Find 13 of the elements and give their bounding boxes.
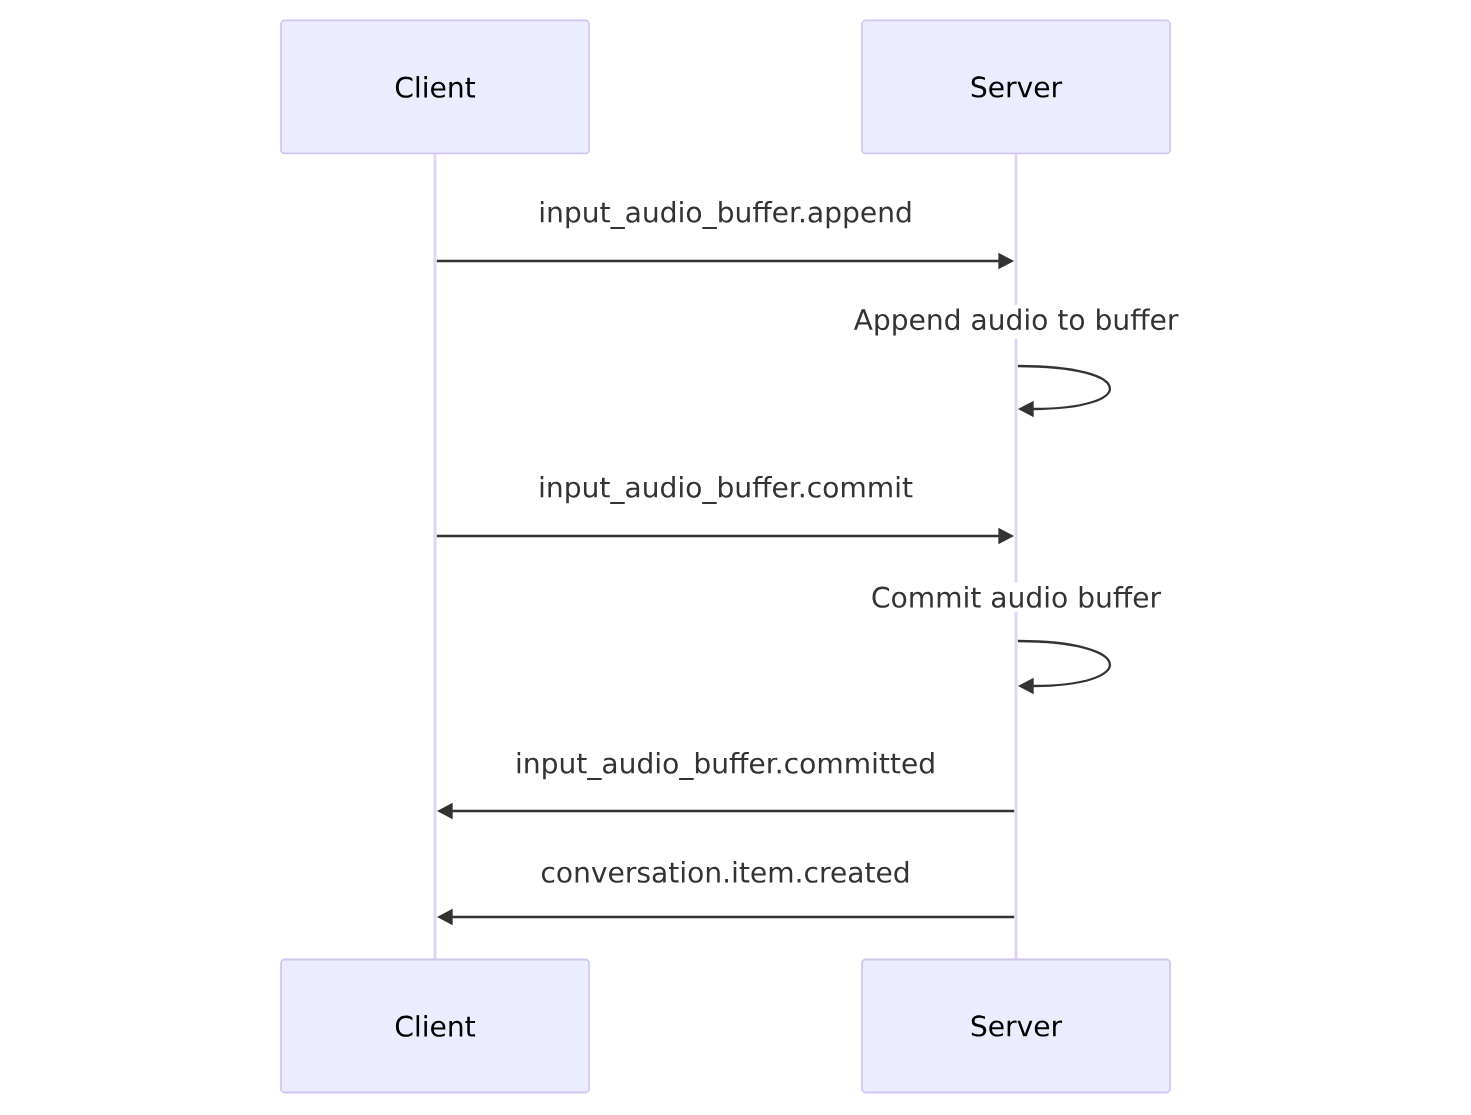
participant-box: Client [280, 19, 590, 155]
edge-label: input_audio_buffer.committed [511, 748, 940, 784]
participant-box: Server [861, 19, 1171, 155]
edge-label: Commit audio buffer [867, 582, 1165, 612]
participant-box: Server [861, 958, 1171, 1094]
participant-box: Client [280, 958, 590, 1094]
lifeline [433, 154, 437, 959]
self-message-arrow [1017, 364, 1111, 418]
edge-label: input_audio_buffer.commit [534, 472, 917, 508]
edge-label: Append audio to buffer [850, 304, 1182, 340]
edge-label: conversation.item.created [536, 857, 915, 887]
self-message-arrow [1017, 639, 1111, 695]
edge-label: input_audio_buffer.append [534, 197, 917, 233]
